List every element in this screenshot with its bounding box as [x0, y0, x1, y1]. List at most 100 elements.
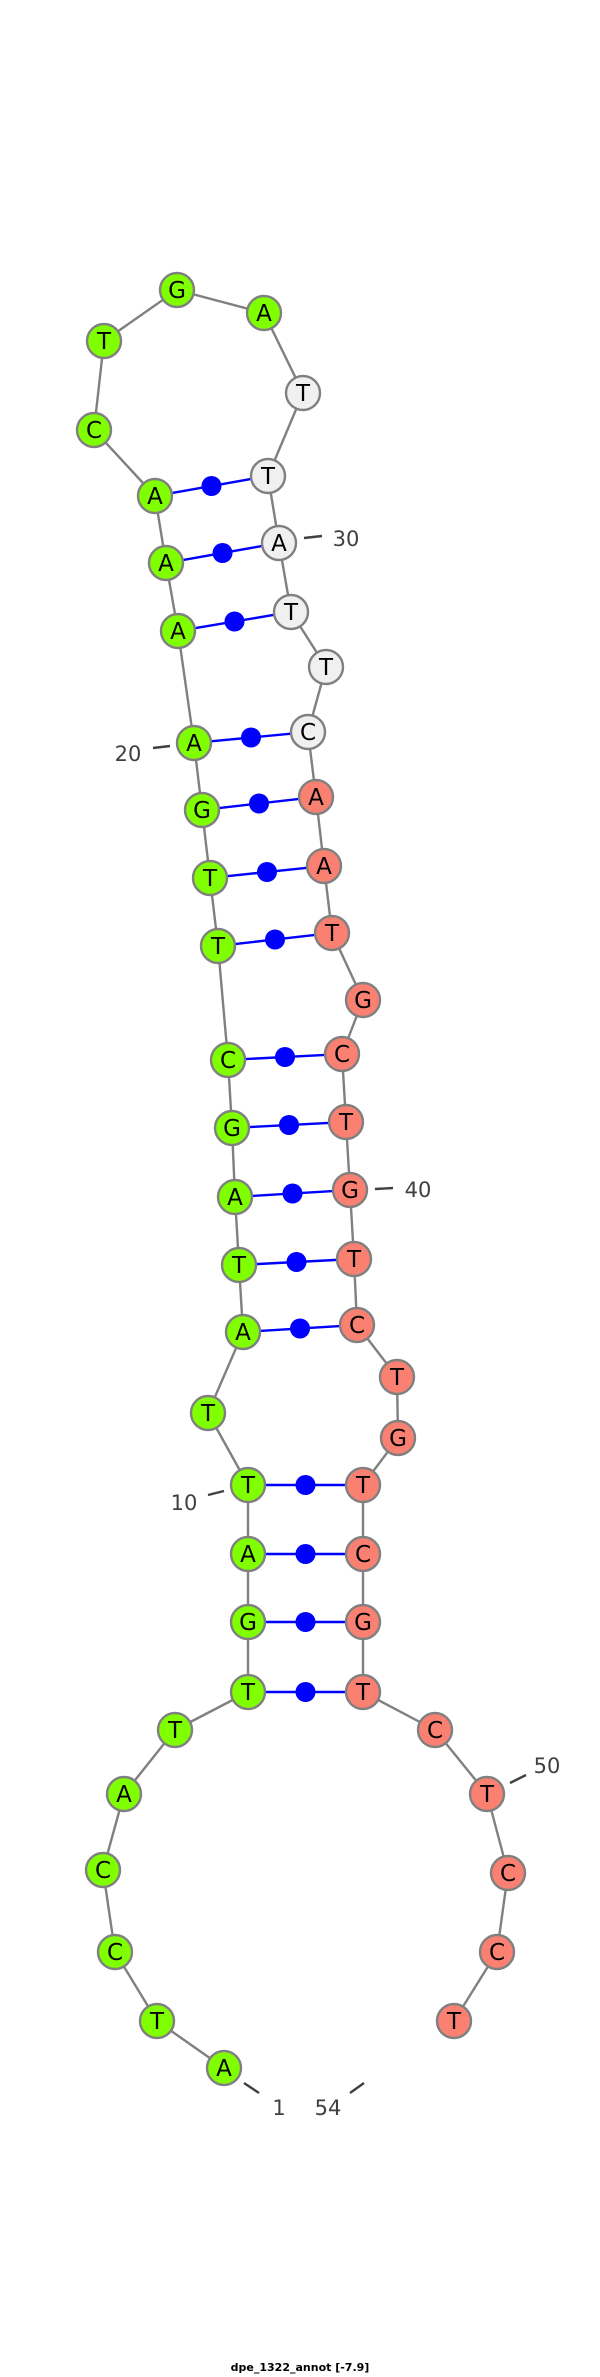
base-pair-dot: [265, 929, 285, 950]
nucleotide-letter: A: [147, 484, 163, 510]
index-label: 50: [534, 1754, 561, 1778]
index-label: 40: [405, 1178, 432, 1202]
nucleotide-circle: [229, 1603, 267, 1641]
index-tick: [349, 2082, 365, 2094]
base-pair-dot: [241, 727, 261, 748]
nucleotide-letter: C: [107, 1940, 123, 1966]
nucleotide-circle: [138, 2002, 176, 2040]
nucleotide-letter: A: [216, 2056, 232, 2082]
base-pair-dot: [282, 1183, 303, 1204]
nucleotide-circle: [435, 2002, 473, 2040]
nucleotide-circle: [305, 847, 343, 885]
nucleotide-letter: T: [96, 329, 112, 355]
nucleotide-letter: A: [170, 619, 186, 645]
backbone-link: [216, 945, 230, 1061]
base-pair-dot: [279, 1115, 299, 1135]
nucleotide-letter: T: [355, 1680, 371, 1706]
nucleotide-letter: A: [316, 854, 332, 880]
nucleotide-letter: T: [283, 600, 299, 626]
nucleotide-letter: T: [149, 2009, 165, 2035]
nucleotide-letter: T: [324, 921, 340, 947]
nucleotide-circle: [229, 1673, 267, 1711]
nucleotide-circle: [307, 648, 345, 686]
nucleotide-letter: C: [427, 1718, 443, 1744]
nucleotide-letter: G: [389, 1426, 407, 1452]
nucleotide-circle: [297, 778, 335, 816]
nucleotide-circle: [338, 1306, 376, 1344]
nucleotide-circle: [284, 374, 322, 412]
nucleotide-circle: [378, 1358, 416, 1396]
nucleotide-letter: T: [260, 464, 276, 490]
index-tick: [243, 2082, 260, 2094]
nucleotide-letter: G: [354, 1610, 372, 1636]
nucleotide-letter: T: [240, 1473, 256, 1499]
nucleotide-circle: [478, 1933, 516, 1971]
nucleotide-letter: T: [295, 381, 311, 407]
index-label: 54: [315, 2096, 342, 2120]
nucleotide-letter: A: [256, 301, 272, 327]
nucleotide-circle: [344, 1535, 382, 1573]
nucleotide-circle: [335, 1240, 373, 1278]
base-pair-dot: [286, 1252, 307, 1272]
nucleotide-letter: T: [210, 934, 226, 960]
nucleotide-circle: [323, 1035, 361, 1073]
index-tick: [152, 744, 171, 750]
base-pair-dot: [290, 1318, 310, 1339]
nucleotide-circle: [289, 713, 327, 751]
index-label: 1: [272, 2096, 285, 2120]
nucleotide-circle: [229, 1535, 267, 1573]
nucleotide-letter: A: [158, 551, 174, 577]
nucleotide-circle: [220, 1246, 258, 1284]
backbone-link: [176, 630, 196, 744]
nucleotide-circle: [229, 1466, 267, 1504]
nucleotide-circle: [245, 294, 283, 332]
nucleotide-circle: [189, 1394, 227, 1432]
nucleotide-letter: A: [116, 1782, 132, 1808]
nucleotide-letter: C: [334, 1042, 350, 1068]
index-label: 20: [115, 742, 142, 766]
nucleotide-circle: [75, 411, 113, 449]
nucleotide-letter: G: [223, 1116, 241, 1142]
nucleotide-circle: [136, 477, 174, 515]
nucleotide-circle: [379, 1419, 417, 1457]
nucleotide-letter: G: [168, 278, 186, 304]
base-pair-dot: [249, 793, 269, 814]
nucleotide-letter: T: [318, 655, 334, 681]
nucleotide-letter: G: [354, 988, 372, 1014]
nucleotide-circle: [344, 981, 382, 1019]
nucleotide-circle: [213, 1109, 251, 1147]
nucleotide-circle: [327, 1103, 365, 1141]
nucleotide-letter: T: [446, 2009, 462, 2035]
nucleotide-circle: [209, 1041, 247, 1079]
nucleotide-letter: T: [240, 1680, 256, 1706]
nucleotide-letter: T: [231, 1253, 247, 1279]
nucleotide-circle: [147, 544, 185, 582]
nucleotide-letter: G: [239, 1610, 257, 1636]
index-label: 10: [171, 1491, 198, 1515]
nucleotide-letter: T: [479, 1782, 495, 1808]
nucleotide-circle: [191, 859, 229, 897]
nucleotide-circle: [105, 1775, 143, 1813]
base-pair-dot: [295, 1682, 316, 1702]
nucleotide-letter: A: [271, 531, 287, 557]
nucleotide-circle: [158, 271, 196, 309]
nucleotide-letter: T: [389, 1365, 405, 1391]
nucleotide-letter: T: [200, 1401, 216, 1427]
nucleotide-circle: [272, 593, 310, 631]
nucleotide-circle: [260, 524, 298, 562]
index-tick: [207, 1489, 225, 1497]
nucleotide-letter: A: [235, 1320, 251, 1346]
nucleotide-letter: A: [186, 731, 202, 757]
nucleotide-circle: [183, 791, 221, 829]
nucleotide-circle: [85, 322, 123, 360]
index-tick: [374, 1186, 394, 1191]
nucleotide-letter: T: [202, 866, 218, 892]
index-tick: [509, 1773, 527, 1785]
nucleotide-letter: C: [95, 1858, 111, 1884]
index-tick: [303, 534, 323, 540]
nucleotide-circle: [205, 2049, 243, 2087]
diagram-title: dpe_1322_annot [-7.9]: [230, 2361, 370, 2374]
nucleotide-letter: A: [227, 1185, 243, 1211]
